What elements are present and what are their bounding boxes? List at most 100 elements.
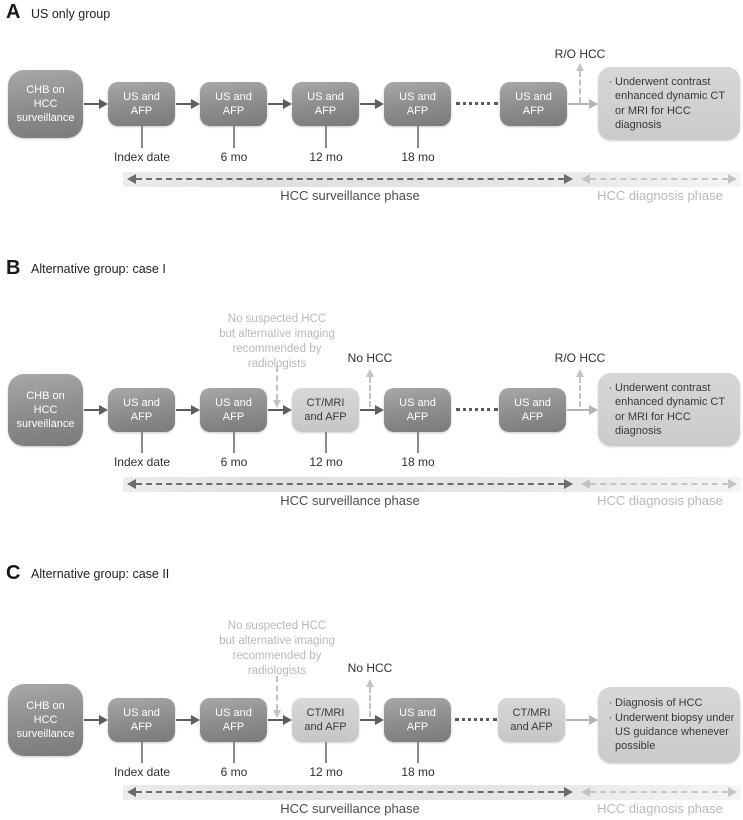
arrow-right-light: [567, 405, 598, 415]
dotted-connector: [456, 408, 498, 411]
us-afp-box: US and AFP: [200, 698, 267, 742]
us-afp-box: US and AFP: [108, 82, 175, 126]
arrow-right: [176, 715, 200, 725]
time-label-12mo: 12 mo: [309, 455, 343, 469]
chb-surveillance-box: CHB on HCC surveillance: [8, 684, 83, 756]
result-bullet-item: · Underwent biopsy under US guidance whe…: [606, 711, 736, 754]
arrow-right-light: [568, 99, 598, 109]
arrow-right: [84, 405, 108, 415]
panel-b: B Alternative group: case I No suspected…: [0, 250, 743, 555]
timeline-tick: [417, 742, 419, 763]
us-afp-box: US and AFP: [384, 388, 451, 432]
result-bullet-item: · Underwent contrast enhanced dynamic CT…: [606, 75, 736, 132]
arrow-right: [84, 715, 108, 725]
surveillance-phase-arrow: [127, 174, 573, 184]
time-label-18mo: 18 mo: [401, 150, 435, 164]
timeline-tick: [141, 126, 143, 148]
diagnosis-phase-label: HCC diagnosis phase: [597, 493, 723, 508]
note-line: No suspected HCC: [227, 620, 327, 632]
time-label-12mo: 12 mo: [309, 765, 343, 779]
arrow-right: [268, 99, 292, 109]
diagnosis-phase-label: HCC diagnosis phase: [597, 801, 723, 816]
surveillance-phase-arrow: [127, 479, 573, 489]
time-label-6mo: 6 mo: [220, 765, 248, 779]
timeline-tick: [325, 742, 327, 763]
arrow-right: [360, 99, 384, 109]
us-afp-box: US and AFP: [108, 388, 175, 432]
note-line: radiologists: [247, 665, 307, 677]
panel-c-letter: C: [6, 562, 21, 584]
panel-a-letter: A: [6, 1, 21, 23]
note-dashed-arrow-down: [273, 676, 281, 718]
diagnosis-phase-arrow: [581, 479, 737, 489]
ro-hcc-dashed-arrow-up: [576, 63, 584, 103]
timeline-tick: [233, 432, 235, 453]
diagnosis-phase-label: HCC diagnosis phase: [597, 188, 723, 203]
chb-surveillance-box: CHB on HCC surveillance: [8, 374, 83, 446]
arrow-right: [360, 405, 384, 415]
result-box: · Underwent contrast enhanced dynamic CT…: [598, 67, 740, 140]
surveillance-phase-arrow: [127, 787, 573, 797]
us-afp-box: US and AFP: [292, 82, 359, 126]
chb-surveillance-box: CHB on HCC surveillance: [8, 70, 83, 138]
arrow-right: [268, 405, 292, 415]
no-hcc-label: No HCC: [347, 351, 393, 365]
no-hcc-dashed-arrow-up: [366, 369, 374, 407]
timeline-tick: [233, 742, 235, 763]
no-hcc-dashed-arrow-up: [366, 679, 374, 717]
note-line: recommended by: [232, 650, 322, 662]
panel-b-letter: B: [6, 257, 21, 279]
time-label-6mo: 6 mo: [220, 455, 248, 469]
surveillance-phase-label: HCC surveillance phase: [280, 801, 420, 816]
time-label-6mo: 6 mo: [220, 150, 248, 164]
result-text: Diagnosis of HCC: [615, 697, 703, 710]
us-afp-box: US and AFP: [108, 698, 175, 742]
us-afp-box: US and AFP: [384, 82, 451, 126]
timeline-tick: [417, 432, 419, 453]
bullet-marker: ·: [608, 75, 613, 88]
bullet-marker: ·: [608, 697, 613, 710]
time-label-12mo: 12 mo: [309, 150, 343, 164]
us-afp-box: US and AFP: [499, 388, 566, 432]
timeline-tick: [325, 126, 327, 148]
surveillance-phase-label: HCC surveillance phase: [280, 493, 420, 508]
note-line: radiologists: [247, 358, 307, 370]
panel-a-title: US only group: [31, 7, 111, 21]
us-afp-box: US and AFP: [200, 388, 267, 432]
no-suspected-hcc-note: No suspected HCC but alternative imaging…: [202, 619, 352, 679]
arrow-right: [176, 405, 200, 415]
time-label-index-date: Index date: [113, 150, 171, 164]
ct-mri-afp-box: CT/MRI and AFP: [292, 388, 359, 432]
note-line: but alternative imaging: [219, 635, 335, 647]
note-dashed-arrow-down: [273, 366, 281, 408]
no-suspected-hcc-note: No suspected HCC but alternative imaging…: [202, 312, 352, 372]
diagnosis-phase-arrow: [581, 174, 737, 184]
us-afp-box: US and AFP: [500, 82, 567, 126]
timeline-tick: [141, 742, 143, 763]
arrow-right: [360, 715, 384, 725]
time-label-18mo: 18 mo: [401, 455, 435, 469]
ro-hcc-label: R/O HCC: [554, 351, 606, 365]
result-text: Underwent contrast enhanced dynamic CT o…: [615, 75, 725, 131]
panel-a: A US only group CHB on HCC surveillance …: [0, 0, 743, 250]
arrow-right: [176, 99, 200, 109]
note-line: No suspected HCC: [227, 313, 327, 325]
no-hcc-label: No HCC: [347, 661, 393, 675]
result-text: Underwent biopsy under US guidance whene…: [615, 711, 735, 753]
bullet-marker: ·: [608, 711, 613, 724]
ro-hcc-dashed-arrow-up: [576, 369, 584, 407]
arrow-right: [268, 715, 292, 725]
timeline-tick: [325, 432, 327, 453]
timeline-tick: [417, 126, 419, 148]
panel-c: C Alternative group: case II No suspecte…: [0, 555, 743, 820]
timeline-tick: [141, 432, 143, 453]
time-label-index-date: Index date: [113, 455, 171, 469]
time-label-18mo: 18 mo: [401, 765, 435, 779]
panel-c-title: Alternative group: case II: [31, 567, 170, 581]
panel-b-title: Alternative group: case I: [31, 262, 166, 276]
result-text: Underwent contrast enhanced dynamic CT o…: [615, 381, 725, 437]
timeline-tick: [233, 126, 235, 148]
dotted-connector: [456, 102, 498, 105]
ro-hcc-label: R/O HCC: [554, 47, 606, 61]
